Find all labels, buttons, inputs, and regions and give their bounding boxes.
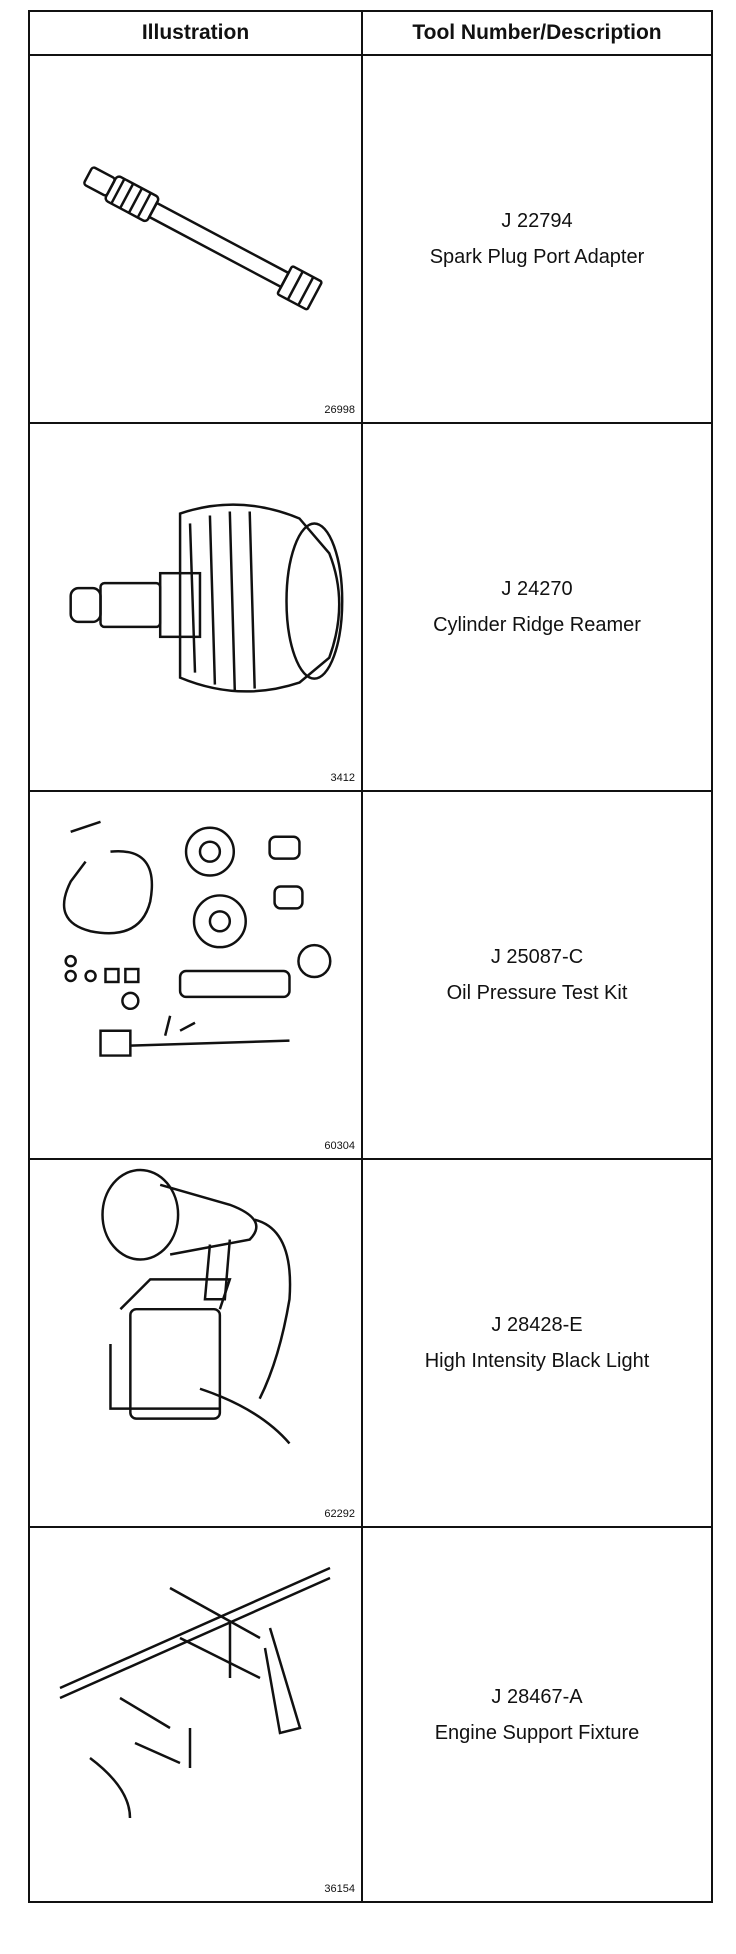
table-row: 60304 J 25087-C Oil Pressure Test Kit [30, 792, 711, 1160]
oil-pressure-kit-illustration [62, 820, 332, 1057]
tool-description: Oil Pressure Test Kit [446, 982, 628, 1004]
engine-support-fixture-illustration [59, 1566, 331, 1819]
header-illustration: Illustration [30, 12, 363, 54]
tool-table: Illustration Tool Number/Description 269… [28, 10, 713, 1903]
table-row: 62292 J 28428-E High Intensity Black Lig… [30, 1160, 711, 1528]
figure-number: 60304 [324, 1140, 355, 1152]
tool-cell: J 28467-A Engine Support Fixture [363, 1528, 711, 1901]
figure-number: 26998 [324, 404, 355, 416]
illustration-cell: 3412 [30, 424, 363, 790]
tool-description: Spark Plug Port Adapter [429, 246, 645, 268]
table-row: 36154 J 28467-A Engine Support Fixture [30, 1528, 711, 1901]
table-row: 26998 J 22794 Spark Plug Port Adapter [30, 56, 711, 424]
tool-description: High Intensity Black Light [424, 1350, 650, 1372]
header-tool: Tool Number/Description [412, 21, 662, 44]
illustration-cell: 60304 [30, 792, 363, 1158]
ridge-reamer-illustration [69, 503, 344, 693]
table-header: Illustration Tool Number/Description [30, 12, 711, 56]
tool-number: J 28428-E [491, 1314, 583, 1336]
table-row: 3412 J 24270 Cylinder Ridge Reamer [30, 424, 711, 792]
tool-description: Cylinder Ridge Reamer [433, 614, 641, 636]
illustration-cell: 36154 [30, 1528, 363, 1901]
tool-cell: J 22794 Spark Plug Port Adapter [363, 56, 711, 422]
tool-cell: J 25087-C Oil Pressure Test Kit [363, 792, 711, 1158]
tool-description: Engine Support Fixture [434, 1721, 640, 1744]
spark-plug-adapter-illustration [83, 166, 323, 311]
black-light-illustration [101, 1168, 292, 1445]
tool-number: J 22794 [501, 210, 573, 232]
figure-number: 36154 [324, 1883, 355, 1895]
tool-cell: J 28428-E High Intensity Black Light [363, 1160, 711, 1526]
illustration-cell: 62292 [30, 1160, 363, 1526]
tool-number: J 24270 [501, 578, 573, 600]
figure-number: 3412 [330, 772, 355, 784]
tool-number: J 25087-C [490, 946, 584, 968]
tool-number: J 28467-A [491, 1685, 583, 1708]
figure-number: 62292 [324, 1508, 355, 1520]
illustration-cell: 26998 [30, 56, 363, 422]
tool-cell: J 24270 Cylinder Ridge Reamer [363, 424, 711, 790]
